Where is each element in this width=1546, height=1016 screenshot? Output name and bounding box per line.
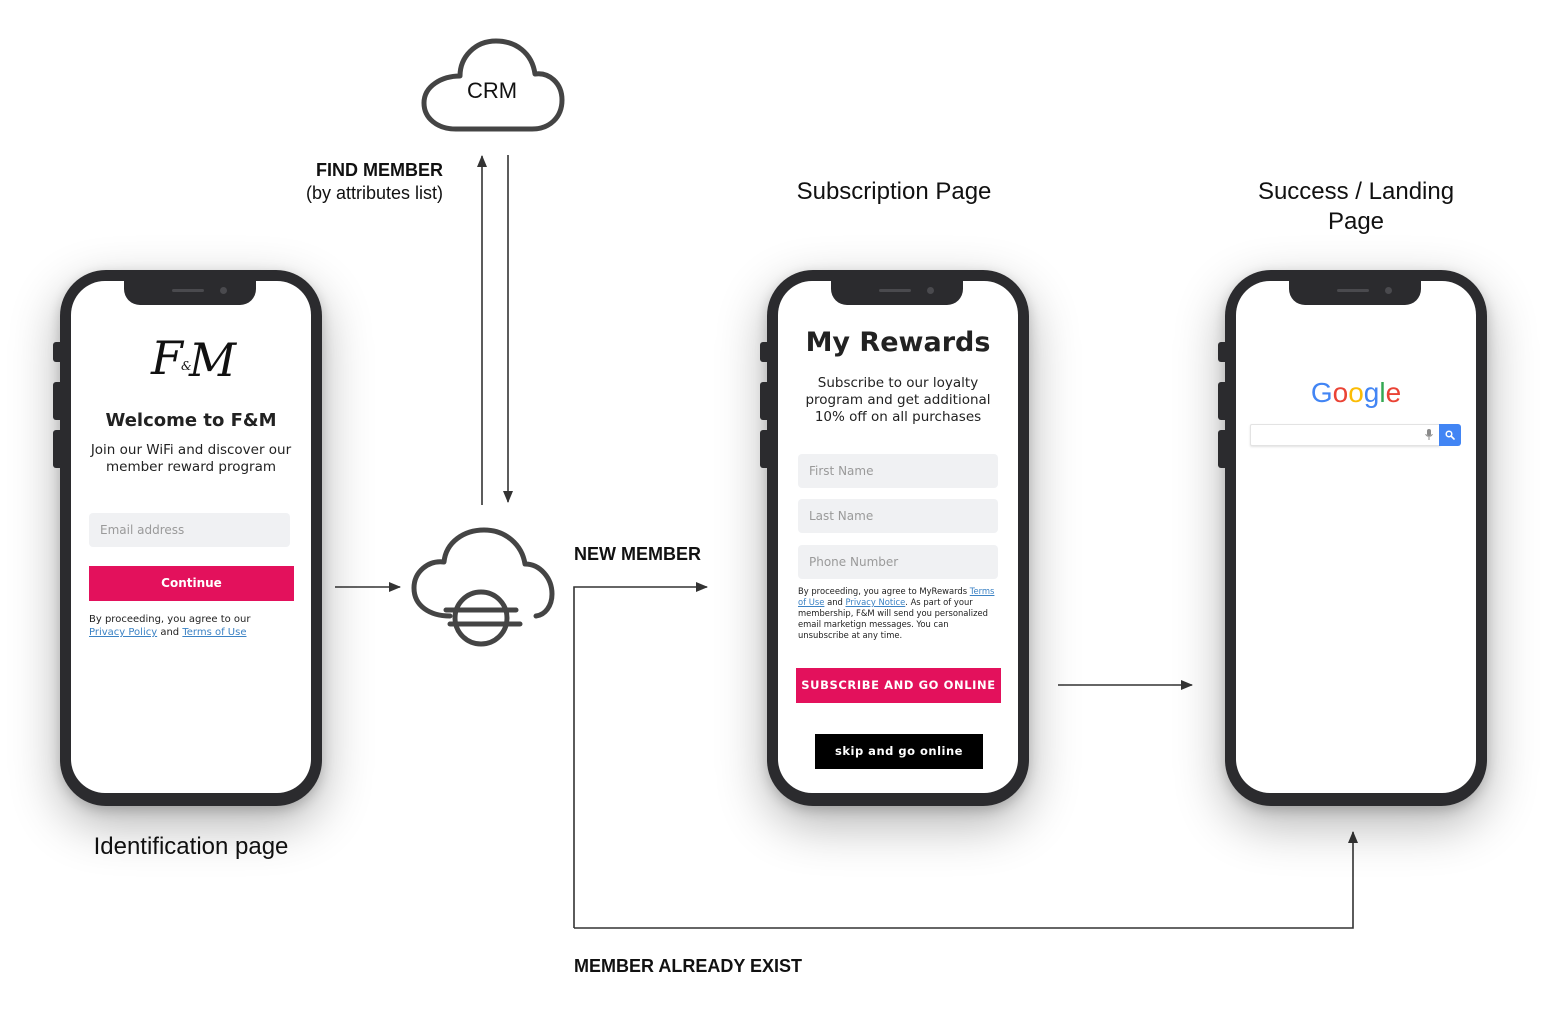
continue-button[interactable]: Continue — [89, 566, 294, 601]
phone-notch — [1289, 281, 1421, 305]
google-search-button[interactable] — [1439, 424, 1461, 446]
sub-legal-suffix: . As part of your membership, F&M will s… — [798, 597, 988, 640]
subscription-legal: By proceeding, you agree to MyRewards Te… — [798, 586, 1000, 641]
member-exists-label: MEMBER ALREADY EXIST — [574, 956, 803, 976]
success-caption-line2: Page — [1327, 208, 1385, 235]
google-letter: e — [1385, 377, 1402, 408]
success-screen: Google — [1236, 281, 1476, 793]
logo-f: F — [151, 331, 183, 385]
identification-caption: Identification page — [93, 833, 289, 860]
crm-label: CRM — [466, 78, 518, 103]
last-name-field[interactable]: Last Name — [798, 499, 998, 533]
identification-screen: F & M Welcome to F&M Join our WiFi and d… — [71, 281, 311, 793]
google-letter: o — [1332, 377, 1349, 408]
legal-and: and — [160, 627, 180, 638]
subscription-screen: My Rewards Subscribe to our loyalty prog… — [778, 281, 1018, 793]
phone-notch — [831, 281, 963, 305]
rewards-desc-line3: 10% off on all purchases — [814, 409, 982, 425]
search-icon — [1445, 430, 1455, 440]
subscription-phone: My Rewards Subscribe to our loyalty prog… — [760, 270, 1029, 806]
rewards-title: My Rewards — [805, 327, 991, 358]
fm-logo: F & M — [147, 331, 237, 387]
sub-legal-prefix: By proceeding, you agree to MyRewards — [798, 586, 968, 596]
subscribe-button[interactable]: SUBSCRIBE AND GO ONLINE — [796, 668, 1001, 703]
skip-button[interactable]: skip and go online — [815, 734, 983, 769]
identification-phone: F & M Welcome to F&M Join our WiFi and d… — [53, 270, 322, 806]
google-letter: o — [1348, 377, 1364, 408]
welcome-subtitle-line2: member reward program — [106, 459, 276, 475]
logo-m: M — [189, 333, 237, 387]
new-member-label: NEW MEMBER — [574, 544, 701, 564]
cloud-icon — [421, 38, 565, 132]
cloud-gateway-icon — [411, 527, 555, 647]
identification-legal: By proceeding, you agree to our Privacy … — [89, 613, 294, 639]
first-name-field[interactable]: First Name — [798, 454, 998, 488]
microphone-icon[interactable] — [1425, 429, 1433, 441]
find-member-title: FIND MEMBER — [316, 160, 443, 180]
welcome-subtitle-line1: Join our WiFi and discover our — [90, 442, 292, 458]
email-field[interactable]: Email address — [89, 513, 290, 547]
terms-of-use-link[interactable]: Terms of Use — [182, 627, 247, 638]
google-logo: Google — [1236, 377, 1476, 409]
google-letter: G — [1310, 377, 1333, 408]
google-letter: g — [1363, 377, 1380, 408]
phone-number-field[interactable]: Phone Number — [798, 545, 998, 579]
success-caption-line1: Success / Landing — [1257, 178, 1455, 205]
rewards-desc-line1: Subscribe to our loyalty — [817, 375, 979, 391]
arrow-new-member — [573, 582, 708, 928]
sub-privacy-link[interactable]: Privacy Notice — [845, 597, 906, 607]
google-search-input[interactable] — [1250, 424, 1440, 446]
sub-terms-link[interactable]: Terms of Use — [798, 586, 995, 607]
arrow-member-exists — [574, 831, 1358, 929]
privacy-policy-link[interactable]: Privacy Policy — [89, 627, 158, 638]
google-letter: l — [1379, 377, 1386, 408]
find-member-subtitle: (by attributes list) — [305, 183, 443, 203]
legal-prefix: By proceeding, you agree to our — [89, 614, 251, 625]
phone-notch — [124, 281, 256, 305]
logo-amp: & — [181, 359, 192, 373]
rewards-desc-line2: program and get additional — [805, 392, 991, 408]
sub-legal-and: and — [827, 597, 843, 607]
subscription-caption: Subscription Page — [796, 178, 992, 205]
success-phone: Google — [1218, 270, 1487, 806]
welcome-title: Welcome to F&M — [105, 410, 277, 431]
